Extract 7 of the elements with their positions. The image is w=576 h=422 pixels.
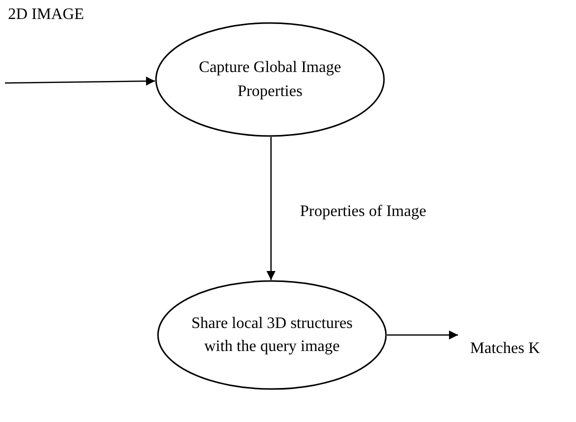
process-label: Capture Global Image Properties [198,58,342,102]
arrow [387,330,458,340]
edge-label: Properties of Image [300,203,426,221]
output-label: Matches K [469,339,541,360]
arrow [5,76,156,86]
arrow [266,137,276,280]
process-label: Share local 3D structures with the query image [190,314,354,357]
